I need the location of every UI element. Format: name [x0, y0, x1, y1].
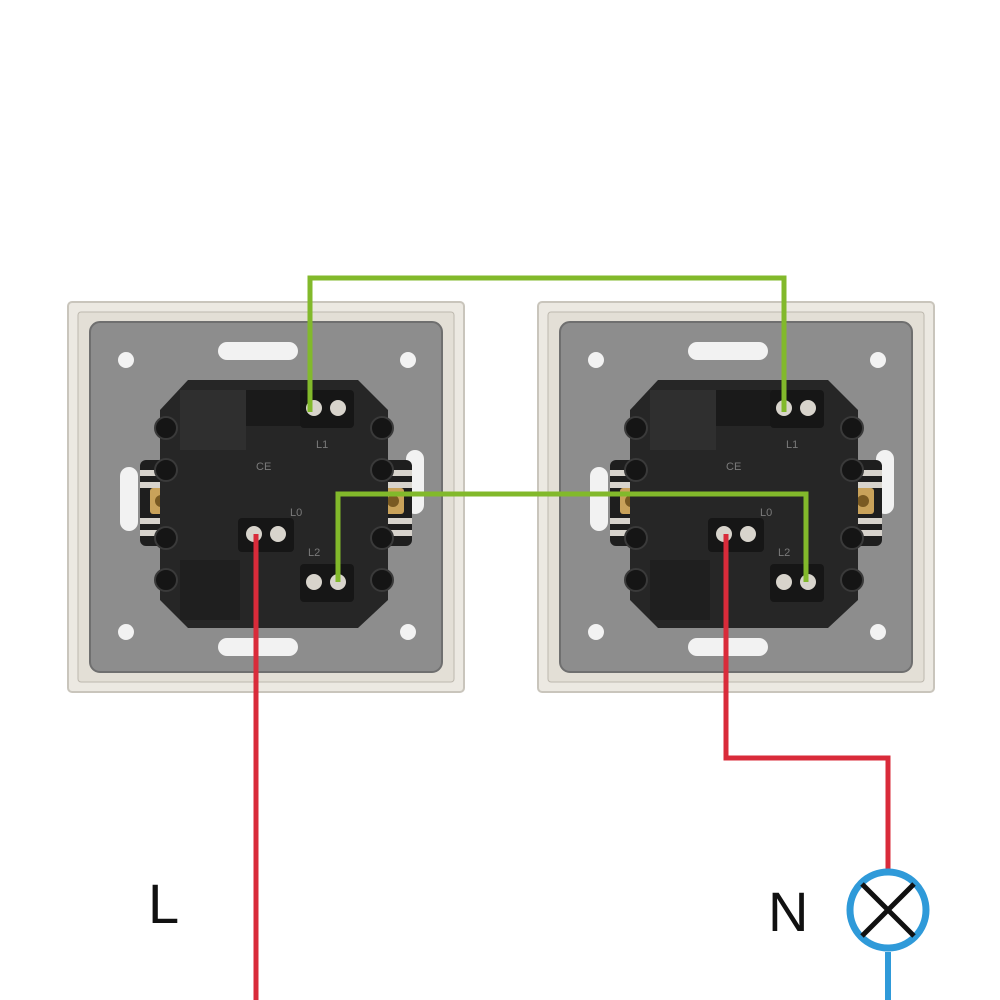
lamp-cross-icon: [846, 868, 930, 952]
terminal-l1-right: L1: [786, 439, 798, 451]
ce-mark-left: CE: [256, 461, 271, 473]
live-label: L: [148, 872, 180, 935]
switched-live-wire: [723, 534, 891, 870]
terminal-l0-left: L0: [290, 507, 302, 519]
switch-left: CE L1 L0 L2: [67, 301, 465, 693]
switch-right: CE L1 L0 L2: [537, 301, 935, 693]
neutral-label: N: [768, 880, 809, 943]
terminal-l2-left: L2: [308, 547, 320, 559]
terminal-l0-right: L0: [760, 507, 772, 519]
ce-mark-right: CE: [726, 461, 741, 473]
terminal-l2-right: L2: [778, 547, 790, 559]
traveler-wire-bottom: [335, 491, 809, 582]
terminal-l1-left: L1: [316, 439, 328, 451]
traveler-wire-top: [307, 275, 787, 412]
